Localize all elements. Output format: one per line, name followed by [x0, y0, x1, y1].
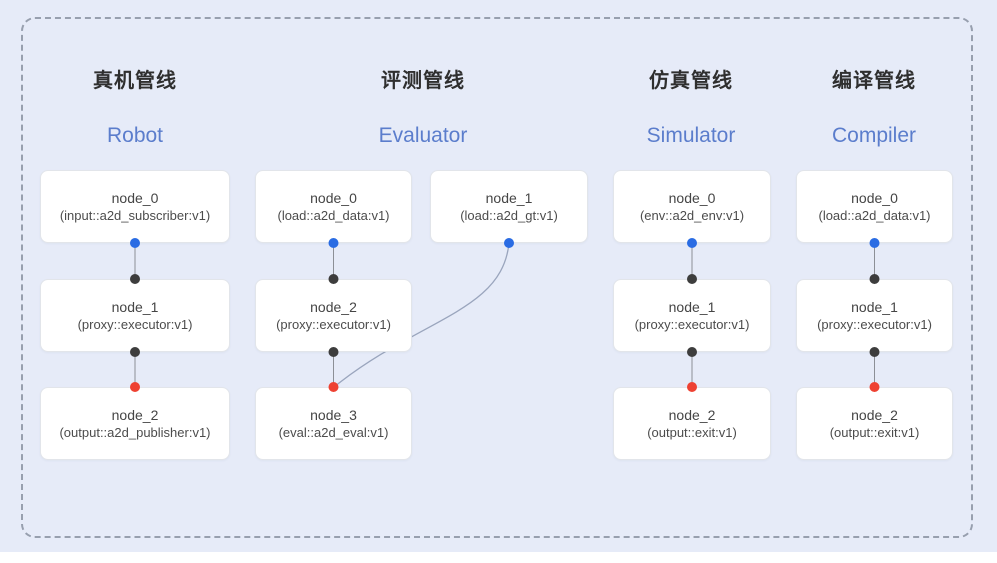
- node-title: node_2: [851, 407, 898, 423]
- pipeline-title-en-robot: Robot: [106, 124, 164, 147]
- node-title: node_1: [851, 299, 898, 315]
- node-subtitle: (output::exit:v1): [647, 425, 737, 440]
- node-subtitle: (env::a2d_env:v1): [639, 208, 745, 223]
- node-subtitle: (eval::a2d_eval:v1): [278, 425, 389, 440]
- node-box-simulator-node0: node_0 (env::a2d_env:v1): [613, 170, 771, 243]
- node-box-evaluator-node0: node_0 (load::a2d_data:v1): [255, 170, 412, 243]
- node-box-compiler-node1: node_1 (proxy::executor:v1): [796, 279, 953, 352]
- node-subtitle: (input::a2d_subscriber:v1): [59, 208, 211, 223]
- node-title: node_1: [111, 299, 159, 315]
- pipeline-title-zh-simulator: 仿真管线: [649, 70, 733, 92]
- node-box-robot-node0: node_0 (input::a2d_subscriber:v1): [40, 170, 230, 243]
- pipeline-title-zh-robot: 真机管线: [93, 70, 177, 92]
- node-subtitle: (proxy::executor:v1): [77, 317, 193, 332]
- node-box-robot-node1: node_1 (proxy::executor:v1): [40, 279, 230, 352]
- node-box-compiler-node2: node_2 (output::exit:v1): [796, 387, 953, 460]
- pipeline-title-en-simulator: Simulator: [646, 124, 736, 147]
- node-subtitle: (proxy::executor:v1): [276, 317, 391, 332]
- node-subtitle: (load::a2d_data:v1): [818, 208, 931, 223]
- node-box-simulator-node1: node_1 (proxy::executor:v1): [613, 279, 771, 352]
- node-title: node_1: [668, 299, 716, 315]
- node-subtitle: (load::a2d_gt:v1): [460, 208, 558, 223]
- node-title: node_2: [668, 407, 716, 423]
- node-box-simulator-node2: node_2 (output::exit:v1): [613, 387, 771, 460]
- node-title: node_1: [485, 190, 533, 206]
- node-title: node_0: [851, 190, 898, 206]
- node-subtitle: (load::a2d_data:v1): [277, 208, 390, 223]
- node-title: node_2: [111, 407, 159, 423]
- dashed-frame: [21, 17, 973, 538]
- node-title: node_2: [310, 299, 357, 315]
- node-title: node_0: [668, 190, 716, 206]
- node-title: node_0: [111, 190, 159, 206]
- node-box-robot-node2: node_2 (output::a2d_publisher:v1): [40, 387, 230, 460]
- pipeline-title-en-evaluator: Evaluator: [378, 124, 468, 147]
- pipeline-title-zh-compiler: 编译管线: [832, 70, 916, 92]
- node-box-evaluator-node1: node_1 (load::a2d_gt:v1): [430, 170, 588, 243]
- node-box-evaluator-node3: node_3 (eval::a2d_eval:v1): [255, 387, 412, 460]
- node-subtitle: (proxy::executor:v1): [634, 317, 750, 332]
- pipeline-title-zh-evaluator: 评测管线: [381, 70, 465, 92]
- node-subtitle: (proxy::executor:v1): [817, 317, 932, 332]
- pipeline-title-en-compiler: Compiler: [831, 124, 917, 147]
- node-title: node_3: [310, 407, 357, 423]
- node-box-evaluator-node2: node_2 (proxy::executor:v1): [255, 279, 412, 352]
- node-title: node_0: [310, 190, 357, 206]
- node-box-compiler-node0: node_0 (load::a2d_data:v1): [796, 170, 953, 243]
- node-subtitle: (output::a2d_publisher:v1): [59, 425, 211, 440]
- node-subtitle: (output::exit:v1): [829, 425, 920, 440]
